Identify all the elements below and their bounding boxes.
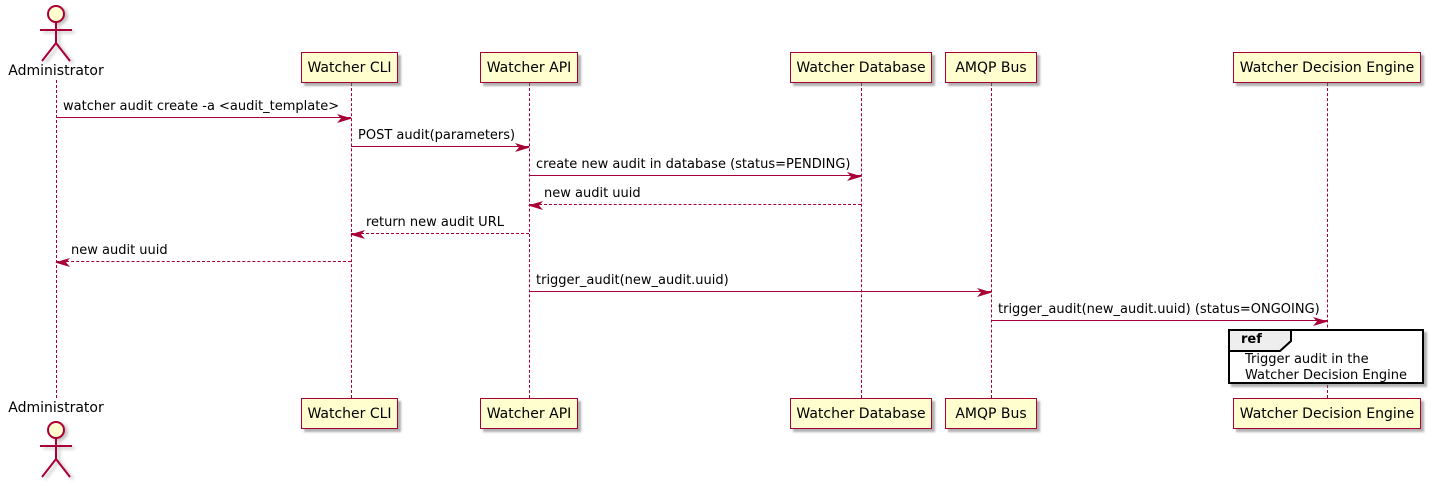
actor-name-bottom: Administrator	[8, 400, 104, 416]
actor-name-top: Administrator	[8, 63, 104, 79]
message-trigger-audit-ongoing: trigger_audit(new_audit.uuid) (status=ON…	[991, 301, 1328, 326]
participant-label: Watcher CLI	[307, 59, 392, 76]
participant-label: Watcher API	[486, 59, 572, 76]
message-label: trigger_audit(new_audit.uuid)	[536, 273, 729, 288]
arrowhead-icon	[977, 288, 992, 297]
actor-icon	[26, 416, 86, 486]
participant-watcher-cli-bottom: Watcher CLI	[301, 398, 398, 429]
message-line	[351, 146, 529, 147]
participant-watcher-cli-top: Watcher CLI	[301, 52, 398, 83]
ref-keyword: ref	[1241, 332, 1262, 347]
lifeline-administrator	[56, 80, 57, 398]
message-line	[529, 291, 991, 292]
message-label: trigger_audit(new_audit.uuid) (status=ON…	[998, 302, 1320, 317]
message-line	[351, 233, 529, 234]
arrowhead-icon	[350, 230, 365, 239]
participant-label: Watcher Database	[796, 405, 926, 422]
ref-tab-icon	[1228, 329, 1292, 352]
participant-watcher-api-top: Watcher API	[480, 52, 578, 83]
message-line	[529, 204, 861, 205]
message-line	[56, 261, 351, 262]
lifeline-watcher-cli	[351, 83, 352, 398]
arrowhead-icon	[1313, 317, 1328, 326]
participant-watcher-decision-engine-top: Watcher Decision Engine	[1233, 52, 1421, 83]
message-new-audit-uuid-db: new audit uuid	[528, 185, 861, 210]
participant-label: AMQP Bus	[955, 405, 1027, 422]
participant-label: Watcher Database	[796, 59, 926, 76]
participant-amqp-bus-top: AMQP Bus	[945, 52, 1037, 83]
message-audit-create: watcher audit create -a <audit_template>	[56, 98, 352, 123]
message-label: watcher audit create -a <audit_template>	[63, 99, 340, 114]
ref-text-line2: Watcher Decision Engine	[1245, 368, 1407, 383]
message-return-audit-url: return new audit URL	[350, 214, 529, 239]
participant-watcher-decision-engine-bottom: Watcher Decision Engine	[1233, 398, 1421, 429]
arrowhead-icon	[337, 114, 352, 123]
participant-label: Watcher Decision Engine	[1239, 405, 1415, 422]
participant-watcher-database-top: Watcher Database	[790, 52, 932, 83]
participant-amqp-bus-bottom: AMQP Bus	[945, 398, 1037, 429]
message-label: create new audit in database (status=PEN…	[536, 157, 851, 172]
participant-watcher-api-bottom: Watcher API	[480, 398, 578, 429]
lifeline-watcher-decision-engine	[1327, 83, 1328, 398]
participant-watcher-database-bottom: Watcher Database	[790, 398, 932, 429]
participant-label: Watcher CLI	[307, 405, 392, 422]
message-label: new audit uuid	[544, 186, 641, 201]
lifeline-amqp-bus	[991, 83, 992, 398]
ref-text: Trigger audit in the Watcher Decision En…	[1245, 352, 1407, 384]
participant-label: AMQP Bus	[955, 59, 1027, 76]
ref-fragment: ref Trigger audit in the Watcher Decisio…	[1228, 329, 1424, 384]
lifeline-watcher-database	[861, 83, 862, 398]
participant-label: Watcher API	[486, 405, 572, 422]
actor-icon	[26, 4, 86, 67]
message-line	[529, 175, 861, 176]
arrowhead-icon	[847, 172, 862, 181]
message-create-audit-db: create new audit in database (status=PEN…	[529, 156, 862, 181]
message-label: new audit uuid	[71, 243, 168, 258]
message-label: POST audit(parameters)	[358, 128, 516, 143]
message-trigger-audit: trigger_audit(new_audit.uuid)	[529, 272, 992, 297]
arrowhead-icon	[515, 143, 530, 152]
message-line	[56, 117, 351, 118]
message-label: return new audit URL	[366, 215, 504, 230]
ref-text-line1: Trigger audit in the	[1245, 352, 1369, 367]
lifeline-watcher-api	[529, 83, 530, 398]
participant-label: Watcher Decision Engine	[1239, 59, 1415, 76]
arrowhead-icon	[55, 258, 70, 267]
message-line	[991, 320, 1327, 321]
message-new-audit-uuid-cli: new audit uuid	[55, 242, 351, 267]
message-post-audit: POST audit(parameters)	[351, 127, 530, 152]
arrowhead-icon	[528, 201, 543, 210]
